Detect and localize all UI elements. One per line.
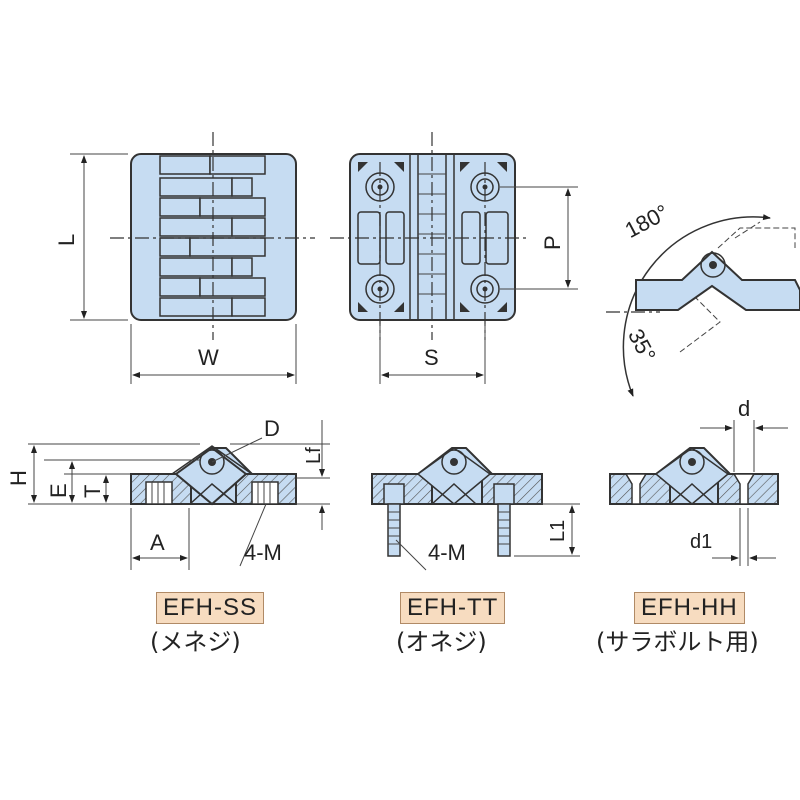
label-T: T [80,485,105,498]
back-view: P S [330,132,578,384]
model-desc-tt: (オネジ) [396,628,487,656]
label-E: E [46,483,71,498]
front-view: L W [54,132,315,384]
label-W: W [198,345,219,370]
label-S: S [424,345,439,370]
label-L1: L1 [547,520,569,542]
label-angle-open: 180° [621,199,673,242]
section-tt: 4-M L1 [371,447,580,571]
label-L: L [54,234,79,246]
model-desc-ss: (メネジ) [150,628,241,656]
label-M-tt: 4-M [428,540,466,565]
model-desc-hh: (サラボルト用) [596,628,759,656]
model-code-hh: EFH-HH [634,592,745,624]
label-D: D [264,416,280,441]
label-A: A [150,530,165,555]
label-H: H [6,470,31,486]
label-P: P [540,235,565,250]
label-d: d [738,396,750,421]
label-d1: d1 [690,531,712,553]
label-Lf: Lf [303,447,325,464]
label-angle-close: 35° [623,325,661,366]
section-hh: d d1 [609,396,788,566]
model-code-tt: EFH-TT [400,592,506,624]
label-M-ss: 4-M [244,540,282,565]
model-code-ss: EFH-SS [156,592,265,624]
section-ss: H E T D Lf A 4-M [6,416,330,570]
rotation-view: 180° 35° [606,199,800,397]
